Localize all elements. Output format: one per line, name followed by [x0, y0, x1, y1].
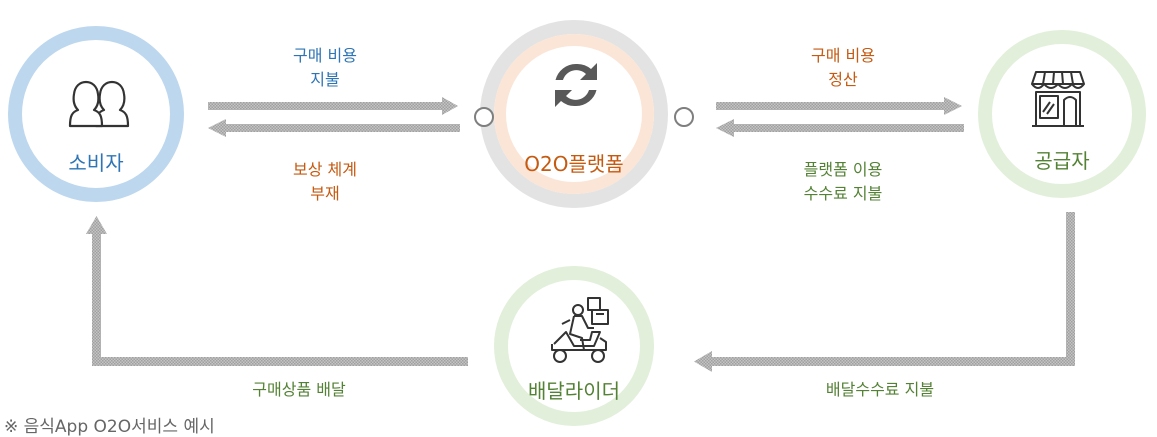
edge-label-line: 정산: [828, 70, 858, 89]
edge-label-rider-to-consumer: 구매상품 배달: [224, 378, 374, 402]
edge-label-line: 구매 비용: [293, 46, 357, 65]
edge-label-supplier-to-rider: 배달수수료 지불: [800, 378, 960, 402]
edge-label-line: 수수료 지불: [803, 184, 883, 203]
delivery-scooter-icon: [551, 297, 609, 363]
edge-label-platform-to-supplier: 구매 비용 정산: [788, 44, 898, 92]
arrow-platform-to-supplier: [716, 97, 962, 115]
platform-left-connector: [474, 107, 494, 127]
edge-label-line: 플랫폼 이용: [803, 160, 883, 179]
edge-label-line: 보상 체계: [293, 160, 357, 179]
supplier-label: 공급자: [1034, 149, 1090, 173]
platform-label: O2O플랫폼: [524, 152, 624, 176]
refresh-icon: [555, 63, 597, 107]
footnote: ※ 음식App O2O서비스 예시: [4, 417, 215, 437]
edge-label-platform-to-consumer: 보상 체계 부재: [270, 158, 380, 206]
edge-label-line: 지불: [310, 70, 340, 89]
rider-label: 배달라이더: [528, 379, 620, 403]
users-icon: [68, 80, 130, 128]
arrow-platform-to-consumer: [208, 119, 460, 137]
edge-label-line: 구매 비용: [811, 46, 875, 65]
edge-label-supplier-to-platform: 플랫폼 이용 수수료 지불: [776, 158, 910, 206]
edge-label-line: 배달수수료 지불: [825, 380, 935, 399]
platform-right-connector: [674, 107, 694, 127]
arrow-consumer-to-platform: [208, 97, 458, 115]
consumer-label: 소비자: [68, 151, 124, 175]
arrow-supplier-to-rider: [694, 212, 1075, 372]
edge-label-consumer-to-platform: 구매 비용 지불: [270, 44, 380, 92]
arrow-rider-to-consumer: [86, 216, 468, 366]
storefront-icon: [1031, 71, 1085, 127]
edge-label-line: 부재: [310, 184, 340, 203]
arrow-supplier-to-platform: [716, 119, 964, 137]
edge-label-line: 구매상품 배달: [252, 380, 346, 399]
